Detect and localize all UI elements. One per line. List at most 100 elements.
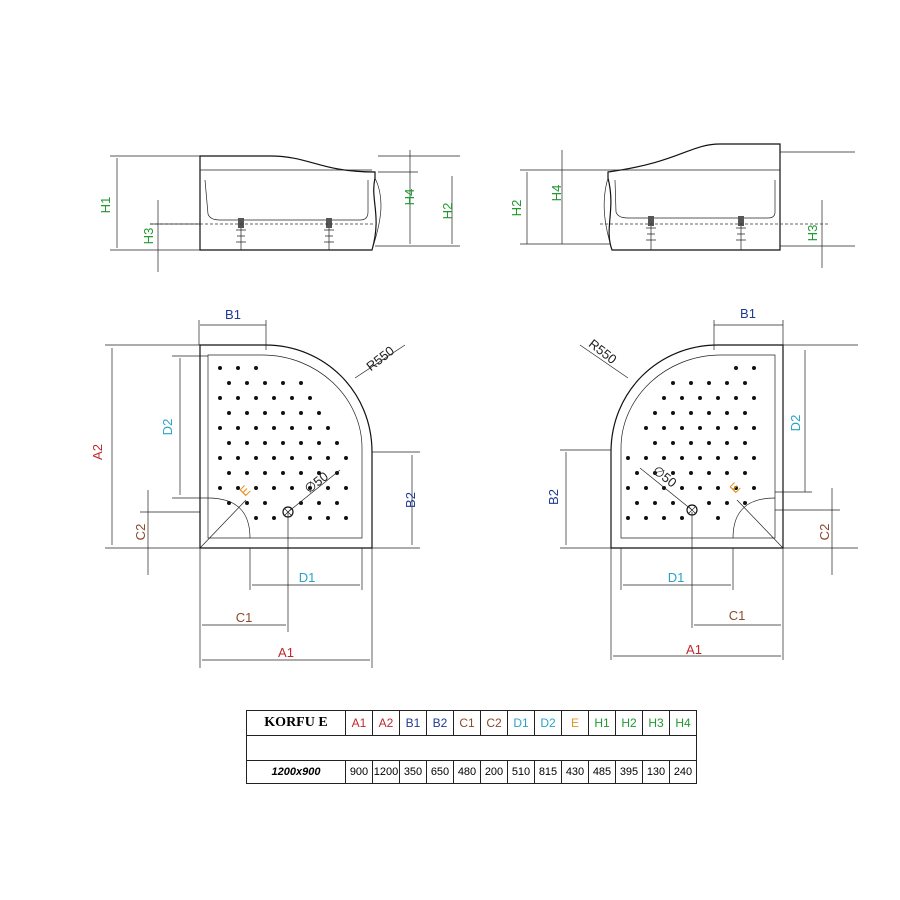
leg xyxy=(646,216,656,250)
dot xyxy=(707,501,711,505)
table-cell: 1200 xyxy=(372,760,400,784)
dot xyxy=(227,471,231,475)
dot xyxy=(236,366,240,370)
dot xyxy=(743,381,747,385)
dot xyxy=(245,411,249,415)
drain-label: ∅50 xyxy=(301,469,331,497)
dot xyxy=(635,501,639,505)
dot xyxy=(299,411,303,415)
table-cell: 900 xyxy=(345,760,373,784)
dot xyxy=(326,516,330,520)
dot xyxy=(227,411,231,415)
leg xyxy=(736,216,746,250)
dot xyxy=(290,426,294,430)
dot xyxy=(272,486,276,490)
drain-dots xyxy=(626,366,756,520)
dot xyxy=(326,486,330,490)
dot xyxy=(236,486,240,490)
table-header-cell: H1 xyxy=(588,710,616,736)
dot xyxy=(752,426,756,430)
dot xyxy=(290,486,294,490)
dot xyxy=(707,411,711,415)
dot xyxy=(263,381,267,385)
dot xyxy=(263,471,267,475)
table-cell: 130 xyxy=(642,760,670,784)
dot xyxy=(743,411,747,415)
dot xyxy=(752,486,756,490)
dim-label-a2: A2 xyxy=(90,444,105,460)
table-header-cell: C1 xyxy=(453,710,481,736)
table-header-cell: A1 xyxy=(345,710,373,736)
dot xyxy=(716,486,720,490)
dot xyxy=(299,381,303,385)
dot xyxy=(734,456,738,460)
dot xyxy=(218,426,222,430)
dot xyxy=(707,381,711,385)
dot xyxy=(671,471,675,475)
dot xyxy=(254,366,258,370)
dot xyxy=(245,501,249,505)
dot xyxy=(644,426,648,430)
dot xyxy=(317,471,321,475)
dot xyxy=(344,456,348,460)
dot xyxy=(752,366,756,370)
dim-label-b1: B1 xyxy=(740,306,756,321)
dot xyxy=(662,396,666,400)
table-cell: 815 xyxy=(534,760,562,784)
dot xyxy=(725,471,729,475)
table-cell: 200 xyxy=(480,760,508,784)
dim-label-c2: C2 xyxy=(133,524,148,541)
side-view-left: H1 H3 H4 H2 xyxy=(98,150,460,272)
dot xyxy=(725,501,729,505)
dot xyxy=(236,456,240,460)
dim-label-e: E xyxy=(236,482,253,499)
dot xyxy=(281,441,285,445)
table-header-cell: B1 xyxy=(399,710,427,736)
dim-label-h1: H1 xyxy=(98,197,113,214)
leg xyxy=(236,218,246,250)
dot xyxy=(743,471,747,475)
dot xyxy=(281,381,285,385)
side-view-right: H2 H4 H3 xyxy=(509,143,855,268)
table-header-cell: E xyxy=(561,710,589,736)
dot xyxy=(344,516,348,520)
dot xyxy=(254,396,258,400)
dot xyxy=(317,441,321,445)
dot xyxy=(254,516,258,520)
dot xyxy=(218,396,222,400)
dot xyxy=(734,426,738,430)
dot xyxy=(671,441,675,445)
dim-label-b2: B2 xyxy=(546,489,561,505)
top-view-left: B1 A2 D2 B2 C2 D1 C1 A1 E R550 ∅50 xyxy=(90,307,420,668)
dim-label-d1: D1 xyxy=(299,570,316,585)
dot xyxy=(254,426,258,430)
spec-table: KORFU E A1 A2 B1 B2 C1 C2 D1 D2 E H1 H2 … xyxy=(246,710,697,784)
dot xyxy=(299,441,303,445)
dot xyxy=(689,381,693,385)
dot xyxy=(308,516,312,520)
dot xyxy=(653,501,657,505)
table-cell: 240 xyxy=(669,760,697,784)
dot xyxy=(662,426,666,430)
dot xyxy=(698,456,702,460)
dim-label-h3: H3 xyxy=(805,225,820,242)
dot xyxy=(281,411,285,415)
table-header-cell: H2 xyxy=(615,710,643,736)
dot xyxy=(245,441,249,445)
dot xyxy=(254,486,258,490)
model-name: KORFU E xyxy=(246,710,346,736)
dot xyxy=(236,426,240,430)
dot xyxy=(326,456,330,460)
dot xyxy=(653,411,657,415)
dot xyxy=(218,366,222,370)
dot xyxy=(716,426,720,430)
dot xyxy=(227,381,231,385)
dot xyxy=(725,411,729,415)
dot xyxy=(644,456,648,460)
top-view-right: B1 D2 B2 C2 D1 C1 A1 E R550 ∅50 xyxy=(546,306,858,660)
dim-label-c2: C2 xyxy=(817,524,832,541)
dim-label-h2: H2 xyxy=(440,203,455,220)
dim-label-d2: D2 xyxy=(788,415,803,432)
dot xyxy=(644,486,648,490)
